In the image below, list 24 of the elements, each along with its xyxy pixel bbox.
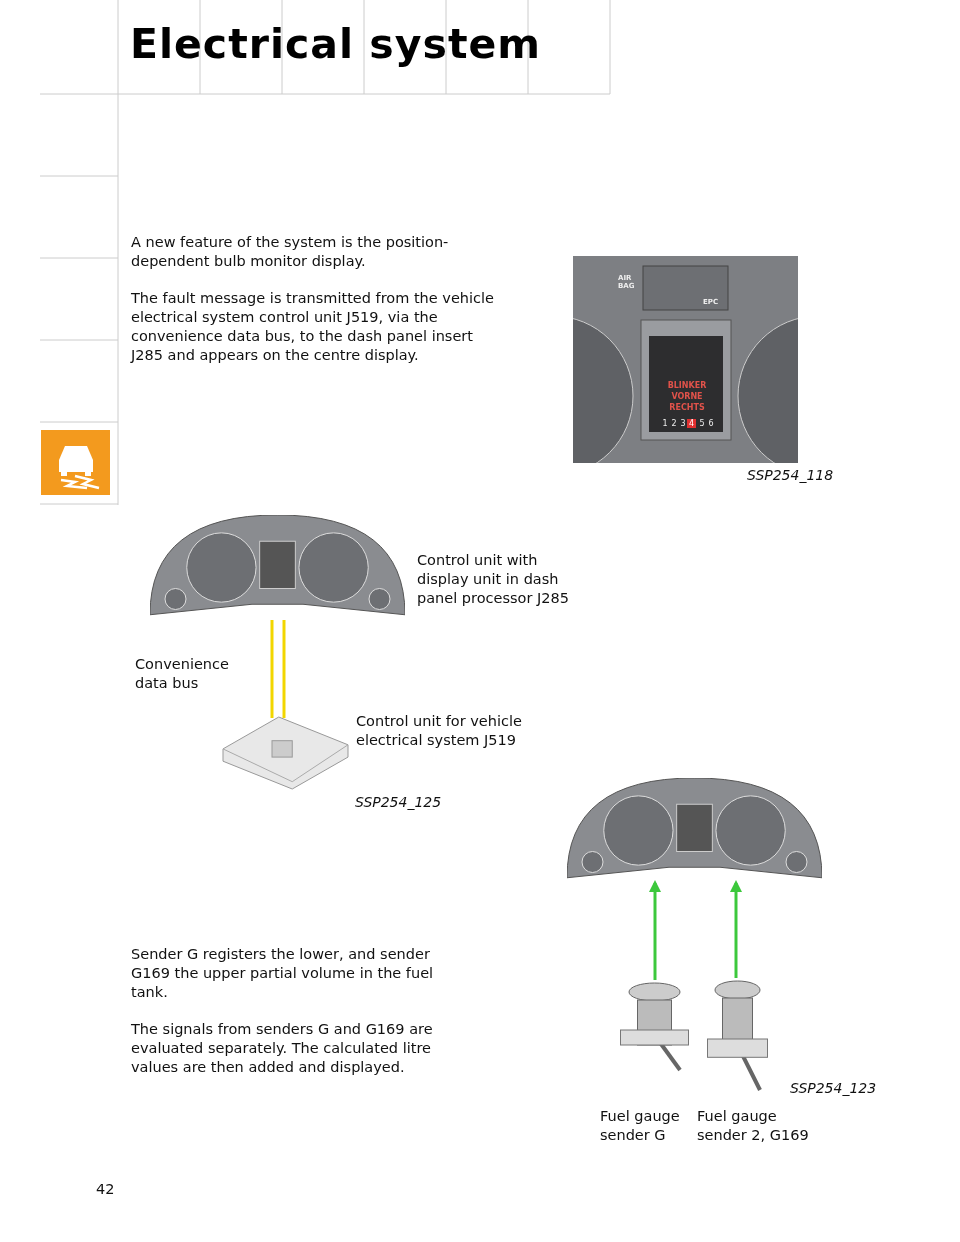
page-title: Electrical system bbox=[130, 20, 541, 68]
part-caption: Control unit with display unit in dash panel processor J285 bbox=[417, 551, 570, 608]
body-paragraph: The fault message is transmitted from the vehicle electrical system control unit J519, via the convenience data bus, to the dash panel insert J285 and appears on the centre display. bbox=[131, 289, 495, 365]
intro-paragraph: A new feature of the system is the position-dependent bulb monitor display. bbox=[131, 233, 450, 271]
bus-line bbox=[270, 620, 274, 718]
display-text: BLINKER VORNE RECHTS bbox=[666, 380, 708, 413]
display-digit: 5 bbox=[698, 419, 706, 428]
display-digit: 4 bbox=[687, 419, 696, 428]
display-digit: 1 bbox=[661, 419, 669, 428]
part-caption: Control unit for vehicle electrical system J519 bbox=[356, 712, 523, 750]
display-digit: 6 bbox=[707, 419, 715, 428]
part-caption: Fuel gauge sender G bbox=[600, 1107, 681, 1145]
body-paragraph: The signals from senders G and G169 are evaluated separately. The calculated litre values are then added and displayed. bbox=[131, 1020, 434, 1077]
arrow bbox=[730, 880, 742, 978]
figure-code: SSP254_118 bbox=[747, 467, 835, 483]
arrow bbox=[649, 880, 661, 980]
body-paragraph: Sender G registers the lower, and sender G169 the upper partial volume in the fuel tank. bbox=[131, 945, 435, 1002]
page-number: 42 bbox=[96, 1180, 116, 1199]
display-digit: 3 bbox=[679, 419, 687, 428]
bus-line bbox=[282, 620, 286, 718]
part-caption: Fuel gauge sender 2, G169 bbox=[697, 1107, 810, 1145]
figure-code: SSP254_123 bbox=[790, 1080, 878, 1096]
display-digit: 2 bbox=[670, 419, 678, 428]
figure-code: SSP254_125 bbox=[355, 794, 443, 810]
